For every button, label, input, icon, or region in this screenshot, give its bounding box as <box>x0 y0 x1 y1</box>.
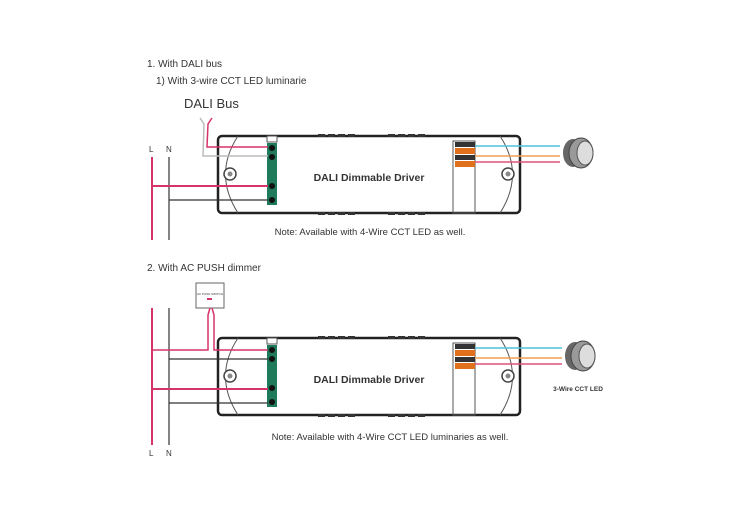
dali-bus-wire <box>199 117 268 157</box>
line-label: L <box>149 145 154 154</box>
section-title: 2. With AC PUSH dimmer <box>147 263 262 274</box>
section-title: 1. With DALI bus <box>147 59 222 70</box>
section-dali-bus: 1. With DALI bus 1) With 3-wire CCT LED … <box>147 59 594 240</box>
driver-label: DALI Dimmable Driver <box>314 374 425 386</box>
push-wire <box>152 307 211 351</box>
led-luminaire <box>562 137 594 169</box>
led-luminaire <box>564 340 596 372</box>
dali-bus-wire <box>206 117 268 148</box>
dali-bus-label: DALI Bus <box>184 96 239 111</box>
section-subtitle: 1) With 3-wire CCT LED luminarie <box>156 76 307 87</box>
neutral-label: N <box>166 449 172 458</box>
note: Note: Available with 4-Wire CCT LED lumi… <box>272 432 509 443</box>
line-label: L <box>149 449 154 458</box>
led-label: 3-Wire CCT LED <box>553 386 603 393</box>
push-wire <box>211 307 268 351</box>
push-switch-label: AC PUSH SWITCH <box>197 292 223 296</box>
neutral-label: N <box>166 145 172 154</box>
section-ac-push: 2. With AC PUSH dimmer AC PUSH SWITCH 3-… <box>147 263 603 458</box>
push-switch <box>195 282 225 309</box>
driver-label: DALI Dimmable Driver <box>314 172 425 184</box>
note: Note: Available with 4-Wire CCT LED as w… <box>275 227 466 238</box>
